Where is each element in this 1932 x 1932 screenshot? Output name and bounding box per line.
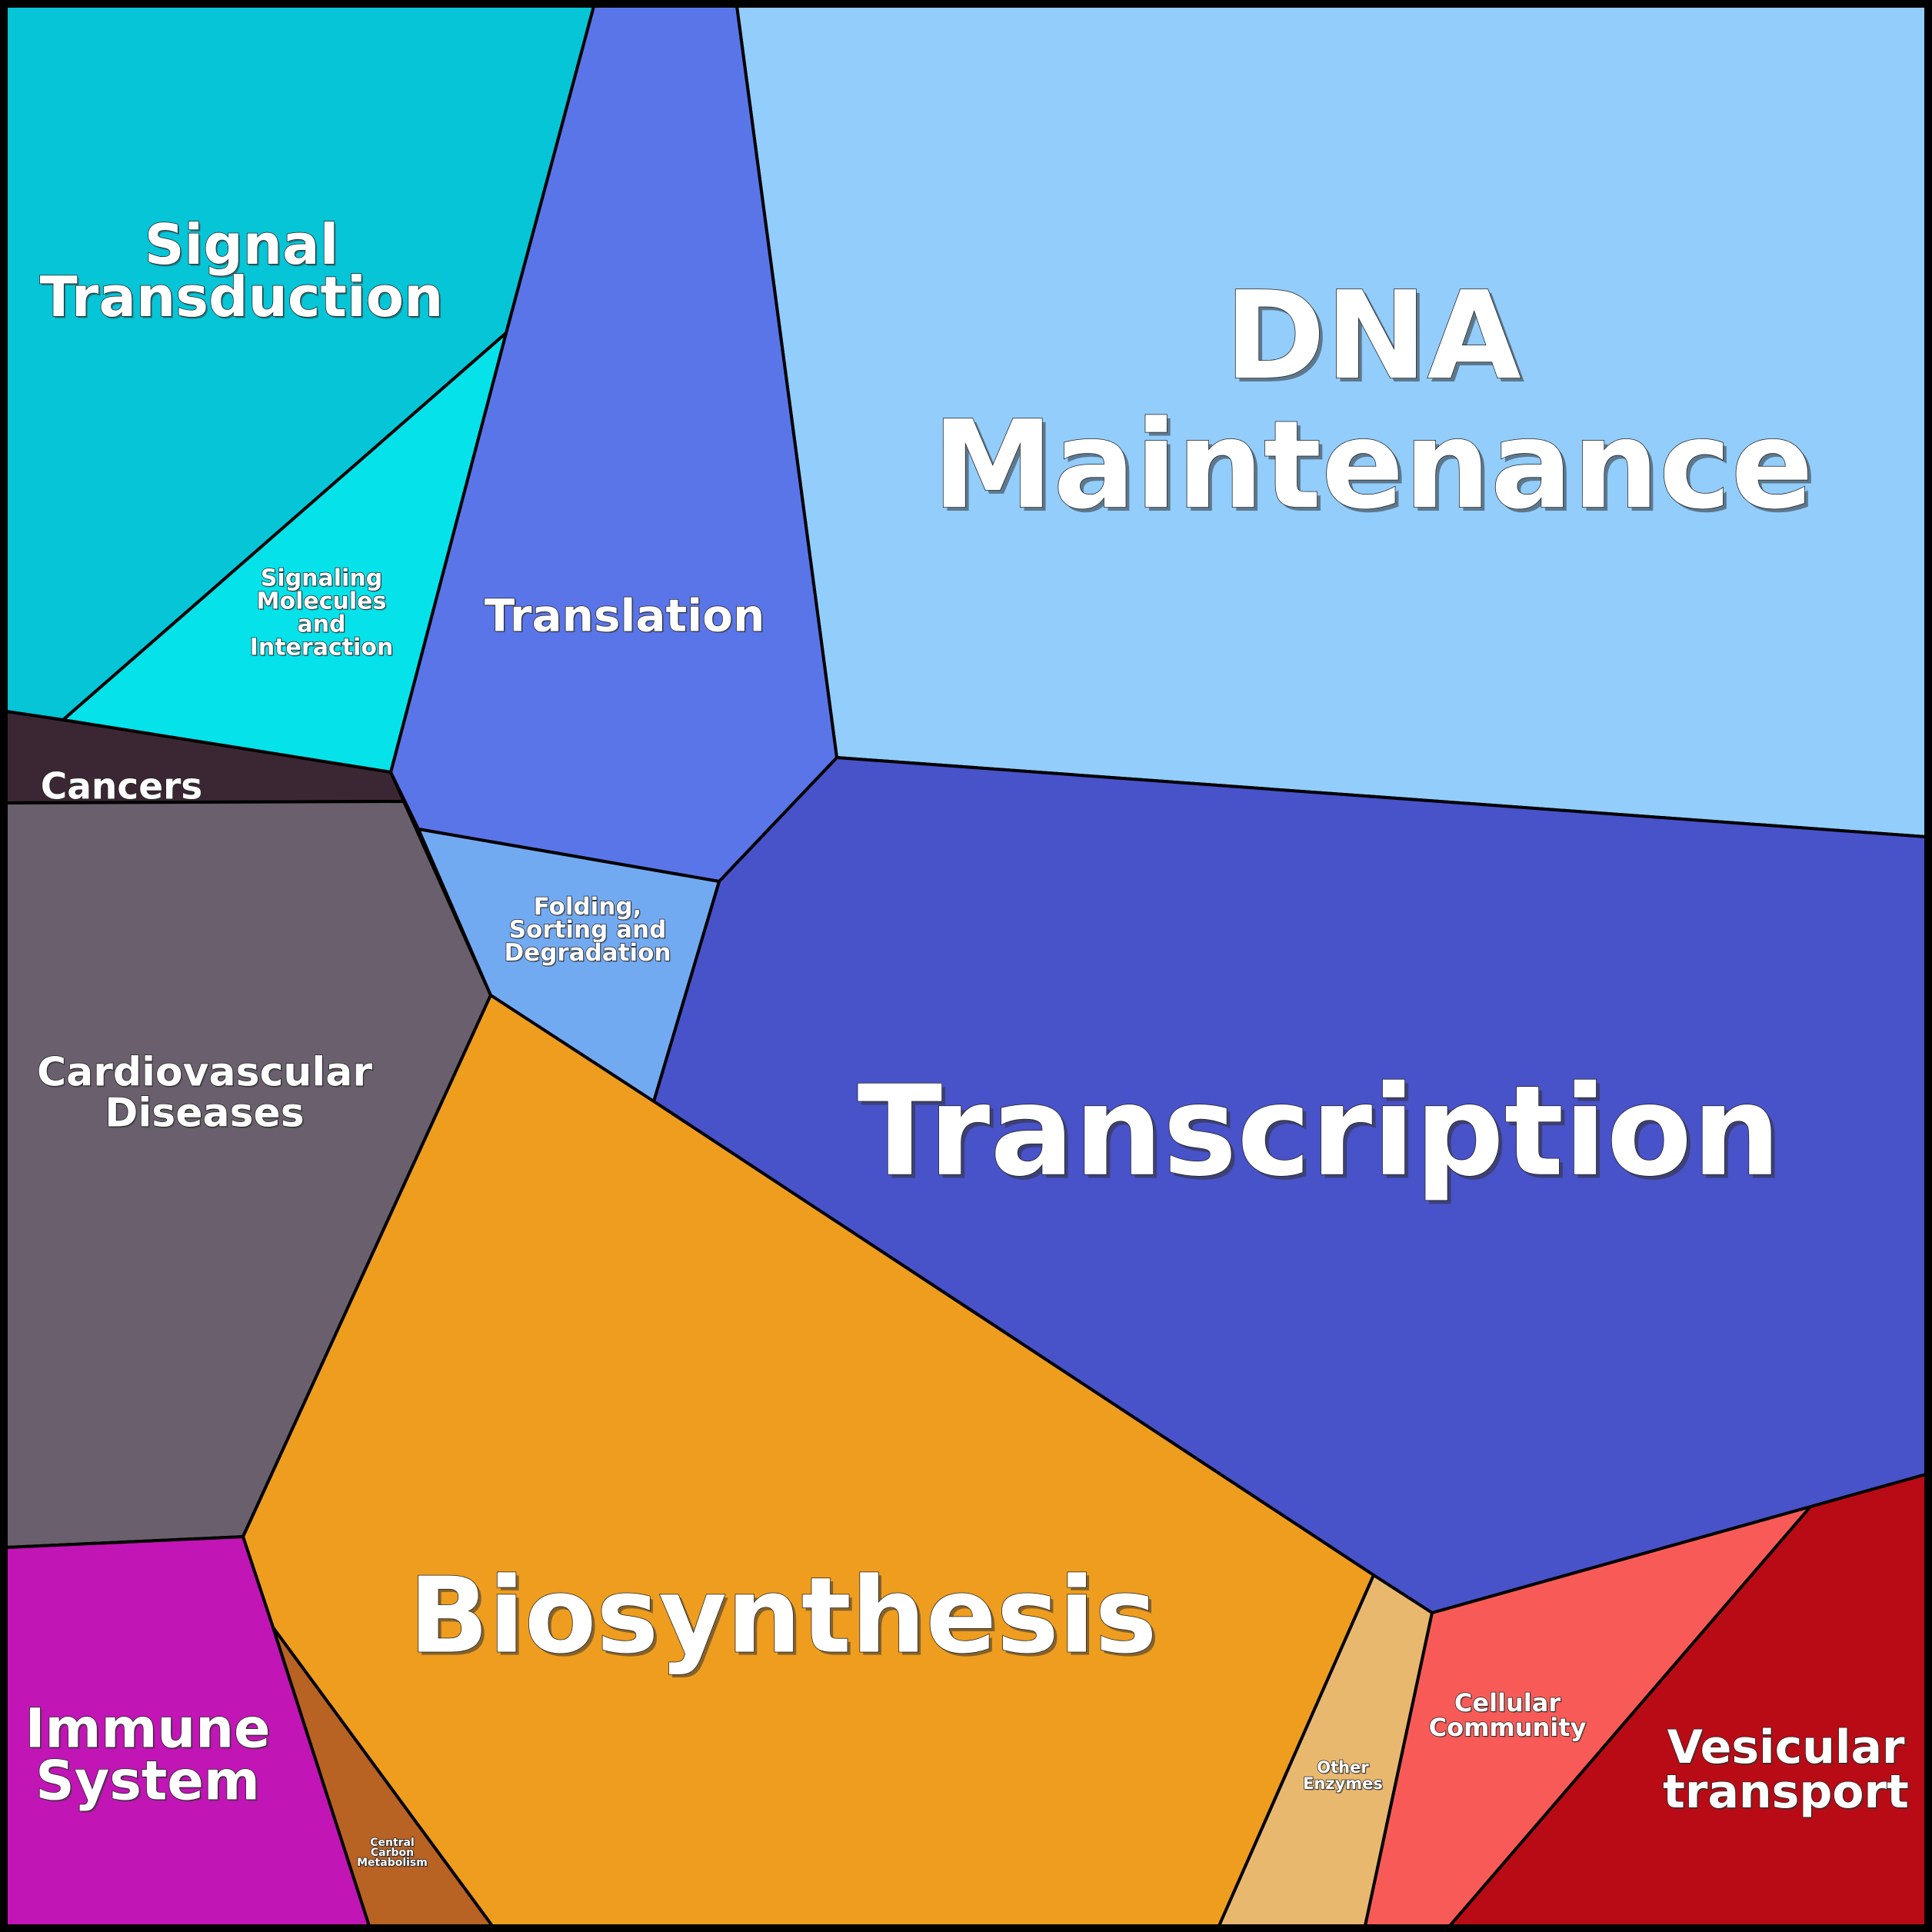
label-shadow: Molecules (258, 589, 388, 616)
label-line: Metabolism (357, 1857, 428, 1869)
label-signaling-molecules-interaction: SignalingSignalingMoleculesMoleculesanda… (249, 565, 395, 662)
label-shadow: Metabolism (358, 1857, 429, 1870)
label-shadow: Other (1318, 1759, 1371, 1777)
label-shadow: Translation (485, 591, 766, 643)
label-shadow: Transcription (861, 1064, 1785, 1208)
label-line: Transcription (858, 1060, 1781, 1204)
label-line: Signaling (261, 565, 382, 592)
label-shadow: Folding, (535, 894, 643, 921)
label-shadow: DNA (1228, 269, 1525, 411)
label-shadow: Community (1430, 1714, 1587, 1744)
label-shadow: Immune (27, 1699, 272, 1762)
label-shadow: Transduction (42, 266, 445, 331)
label-line: Diseases (105, 1091, 304, 1137)
label-line: Molecules (257, 588, 387, 615)
cells-layer (5, 5, 1927, 1927)
label-line: Cellular (1454, 1688, 1561, 1717)
label-line: Immune (25, 1697, 270, 1760)
label-cardiovascular-diseases: CardiovascularCardiovascularDiseasesDise… (36, 1049, 374, 1138)
label-line: Signal (145, 212, 339, 277)
label-shadow: Maintenance (936, 398, 1817, 540)
label-shadow: Cellular (1455, 1690, 1561, 1719)
label-line: and (297, 611, 345, 638)
label-line: Cancers (41, 765, 203, 808)
label-shadow: Interaction (251, 635, 395, 662)
labels-layer: DNADNAMaintenanceMaintenanceTranscriptio… (25, 212, 1910, 1870)
label-shadow: Carbon (371, 1847, 415, 1860)
label-shadow: Signal (146, 214, 341, 278)
label-line: DNA (1224, 265, 1521, 407)
label-line: Community (1429, 1713, 1587, 1742)
label-line: Sorting and (509, 916, 667, 944)
label-line: Other (1317, 1758, 1369, 1777)
label-shadow: System (37, 1751, 261, 1814)
label-shadow: transport (1664, 1767, 1910, 1820)
label-shadow: Diseases (106, 1091, 305, 1138)
label-shadow: Vesicular (1668, 1722, 1906, 1776)
label-line: Vesicular (1667, 1720, 1904, 1774)
label-shadow: and (298, 612, 347, 639)
label-shadow: Enzymes (1304, 1775, 1384, 1794)
label-line: Interaction (250, 635, 394, 661)
label-line: System (35, 1750, 260, 1813)
label-line: Biosynthesis (409, 1556, 1158, 1677)
label-shadow: Degradation (505, 940, 672, 968)
label-line: Carbon (371, 1847, 414, 1859)
label-shadow: Cancers (42, 767, 204, 809)
label-central-carbon-metabolism: CentralCentralCarbonCarbonMetabolismMeta… (356, 1836, 429, 1870)
label-line: Maintenance (932, 395, 1814, 536)
label-line: Degradation (504, 939, 671, 967)
label-line: Transduction (40, 265, 444, 329)
label-line: Central (370, 1837, 415, 1849)
label-shadow: Sorting and (510, 917, 668, 944)
label-shadow: Cardiovascular (38, 1051, 374, 1097)
label-shadow: Central (371, 1837, 416, 1850)
label-shadow: Signaling (261, 566, 383, 593)
label-line: Translation (485, 589, 765, 641)
label-line: Enzymes (1303, 1774, 1383, 1793)
label-line: transport (1663, 1765, 1909, 1819)
label-line: Folding, (534, 893, 642, 921)
label-line: Cardiovascular (37, 1050, 372, 1096)
label-shadow: Biosynthesis (412, 1559, 1161, 1681)
